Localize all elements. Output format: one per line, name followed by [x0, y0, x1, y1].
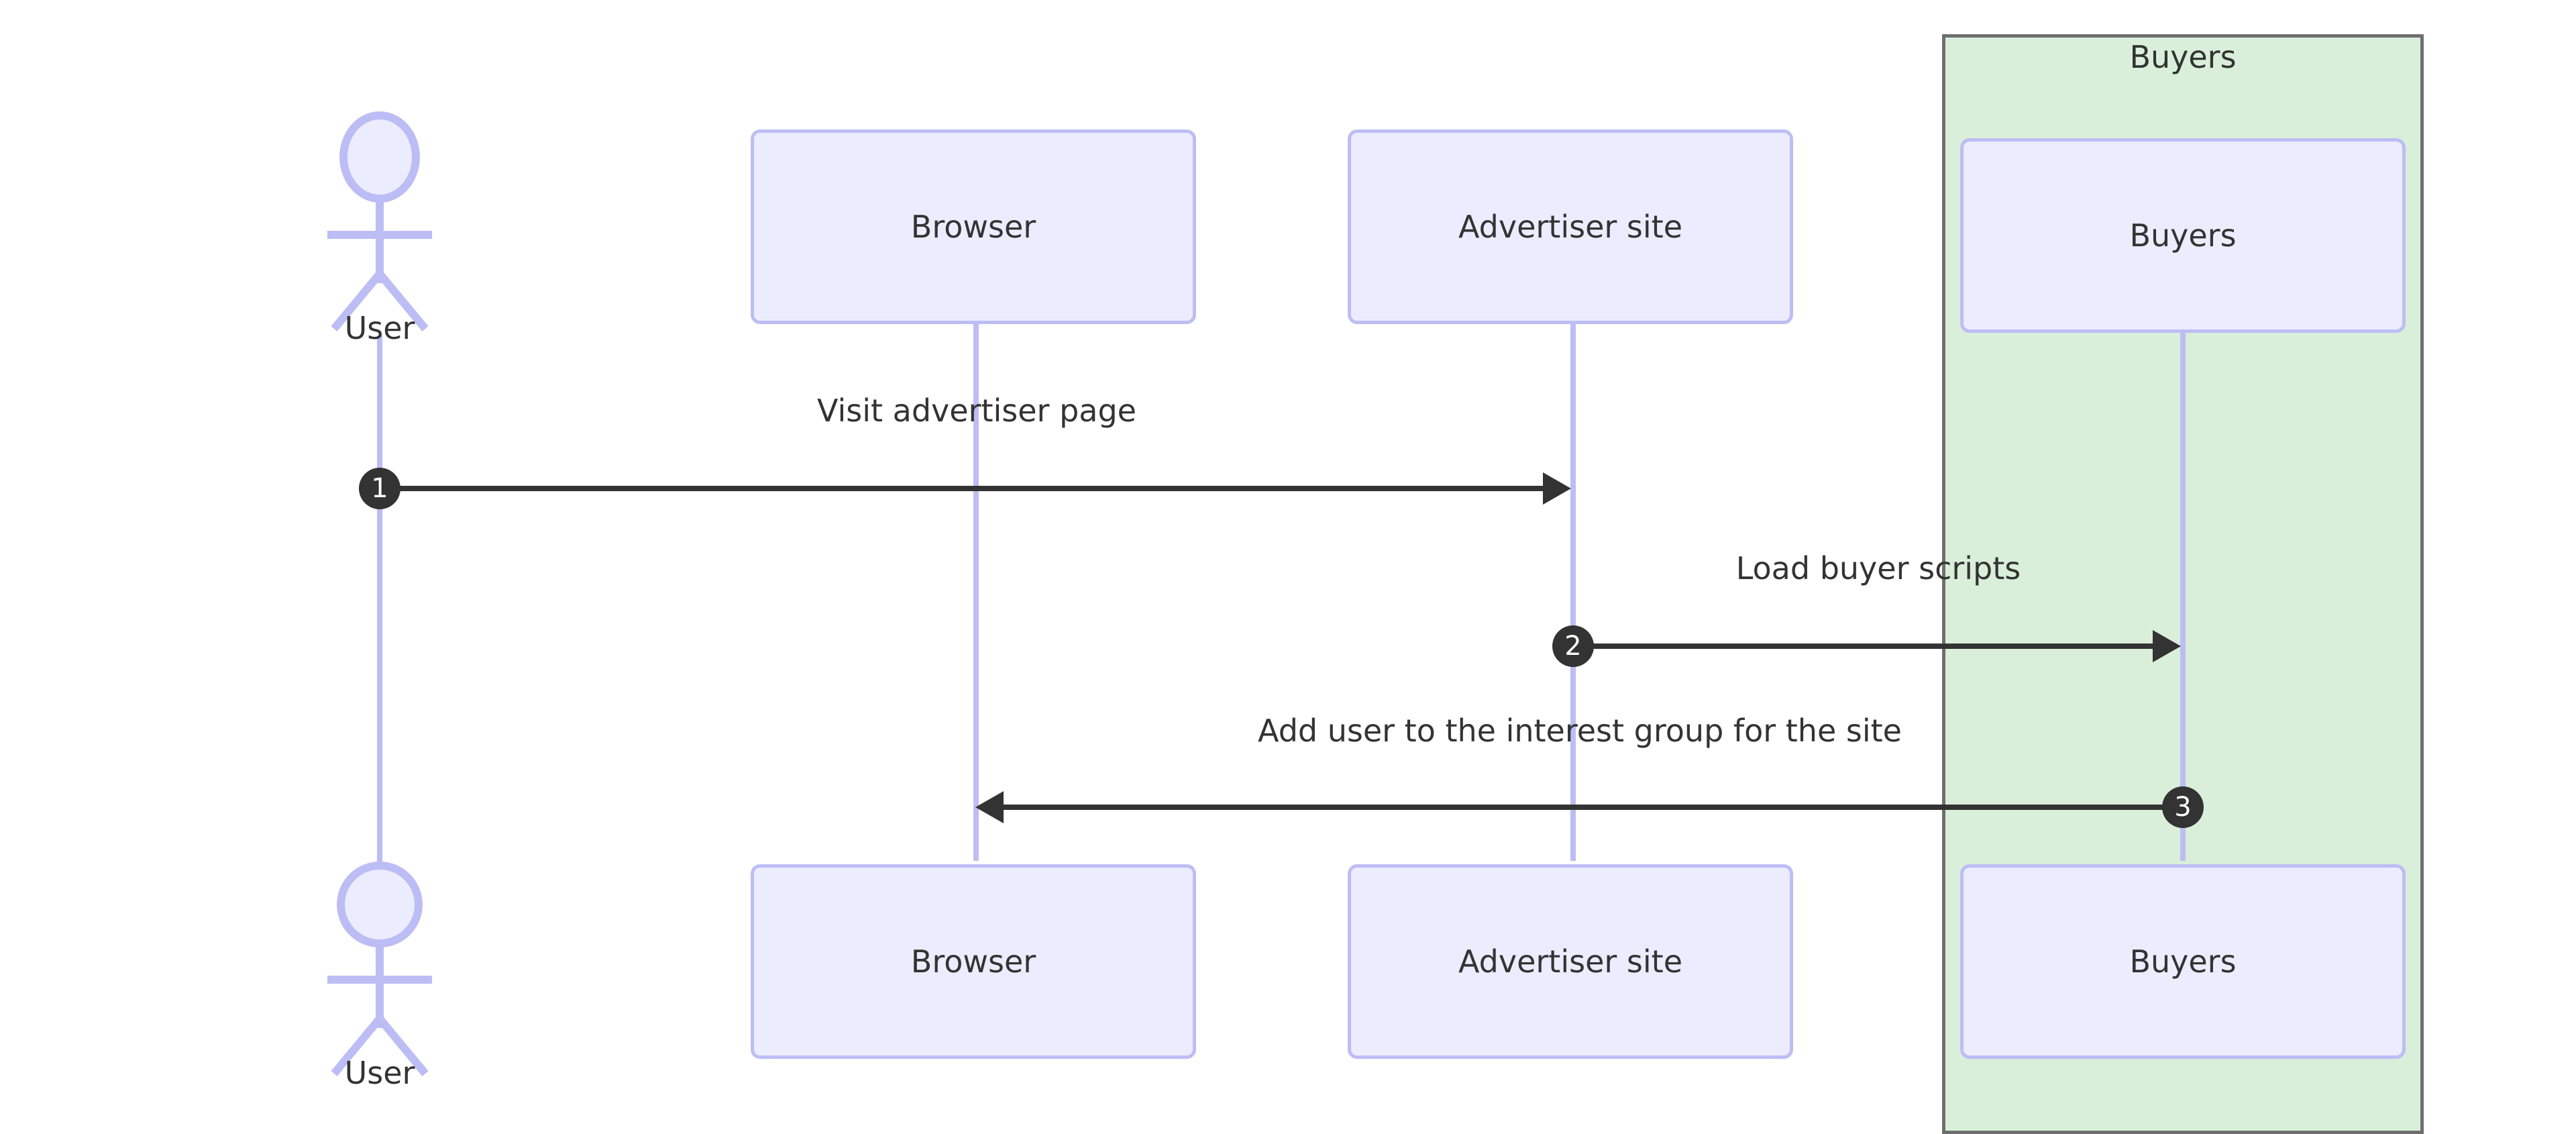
message-number-1: 1 — [359, 468, 400, 509]
message-number-3: 3 — [2162, 786, 2204, 828]
message-label-2: Load buyer scripts — [1735, 550, 2021, 586]
actor-user-top — [292, 107, 467, 338]
participant-label-buyers-top: Buyers — [2129, 217, 2237, 254]
participant-buyers-bottom[interactable]: Buyers — [1960, 864, 2406, 1059]
participant-advertiser-site-bottom[interactable]: Advertiser site — [1348, 864, 1793, 1059]
participant-label-advertiser-site-bottom: Advertiser site — [1458, 943, 1682, 980]
group-title-buyers: Buyers — [2129, 39, 2237, 75]
participant-browser-top[interactable]: Browser — [751, 130, 1196, 324]
message-arrowhead-3 — [975, 791, 1004, 823]
lifeline-advertiser-site — [1570, 324, 1576, 861]
message-line-1 — [380, 486, 1544, 491]
actor-figure-icon — [327, 111, 432, 331]
message-number-2: 2 — [1552, 625, 1594, 667]
participant-browser-bottom[interactable]: Browser — [751, 864, 1196, 1059]
participant-advertiser-site-top[interactable]: Advertiser site — [1348, 130, 1793, 324]
actor-user-bottom — [292, 852, 467, 1083]
participant-label-advertiser-site-top: Advertiser site — [1458, 209, 1682, 245]
lifeline-buyers — [2180, 324, 2186, 861]
actor-figure-icon — [327, 862, 432, 1076]
lifeline-user — [377, 336, 382, 899]
message-line-3 — [1004, 805, 2171, 810]
message-line-2 — [1573, 643, 2153, 649]
actor-label-user-bottom: User — [344, 1055, 415, 1091]
participant-buyers-top[interactable]: Buyers — [1960, 138, 2406, 333]
participant-label-browser-bottom: Browser — [910, 943, 1036, 980]
message-arrowhead-2 — [2153, 630, 2181, 662]
actor-label-user-top: User — [344, 310, 415, 346]
message-label-3: Add user to the interest group for the s… — [1258, 713, 1902, 749]
message-label-1: Visit advertiser page — [817, 393, 1136, 429]
participant-label-buyers-bottom: Buyers — [2129, 943, 2237, 980]
participant-label-browser-top: Browser — [910, 209, 1036, 245]
lifeline-browser — [973, 324, 979, 861]
message-arrowhead-1 — [1543, 472, 1571, 505]
